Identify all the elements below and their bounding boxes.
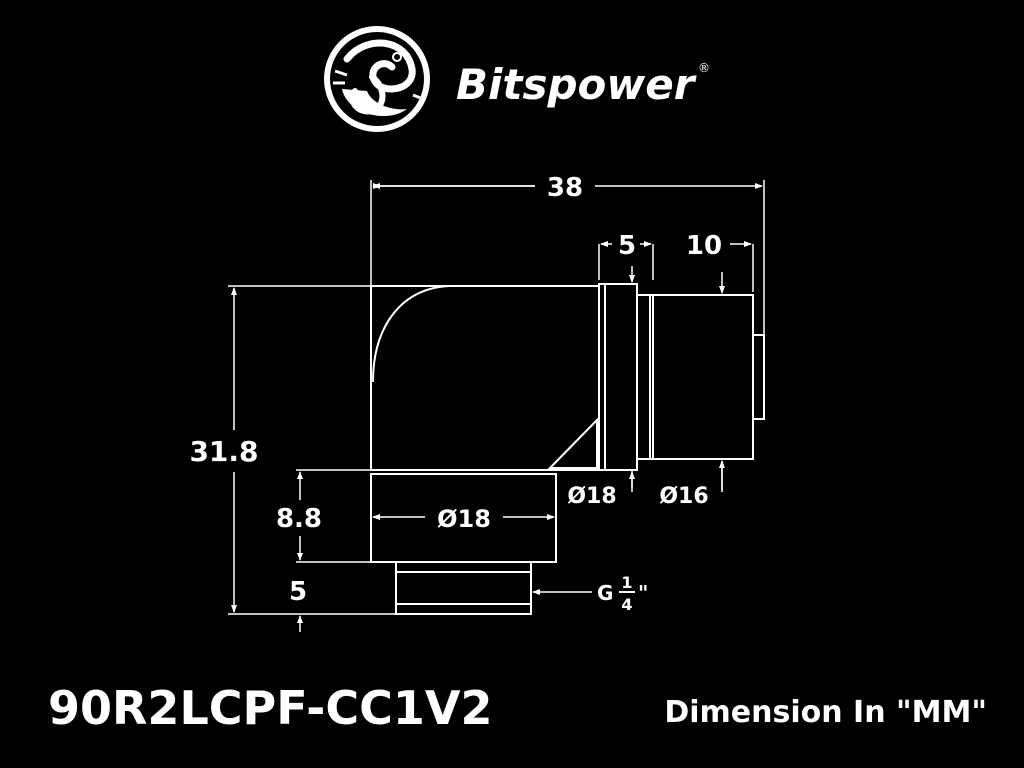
dim-body-diameter: Ø18 — [437, 505, 491, 533]
dim-tube-diameter: Ø16 — [659, 484, 708, 509]
thread-prefix: G — [597, 581, 613, 605]
dim-base-height: 8.8 — [276, 504, 322, 534]
dim-overall-height: 31.8 — [189, 435, 258, 468]
brand-logo: Bitspower ® — [324, 26, 710, 132]
thread-numerator: 1 — [621, 573, 632, 592]
dim-collar-length: 5 — [618, 231, 636, 261]
model-number: 90R2LCPF-CC1V2 — [48, 681, 492, 735]
registered-mark: ® — [698, 61, 710, 75]
dim-tube-length: 10 — [686, 231, 722, 261]
thread-denominator: 4 — [621, 595, 632, 614]
brand-name: Bitspower — [456, 60, 697, 109]
dim-thread-height: 5 — [289, 577, 307, 607]
dim-thread-spec: G 1 4 " — [597, 573, 648, 614]
dim-overall-length: 38 — [547, 173, 583, 203]
units-note: Dimension In "MM" — [664, 695, 987, 730]
dimension-lines — [228, 180, 765, 632]
fitting-outline — [370, 283, 765, 615]
thread-suffix: " — [638, 581, 648, 605]
dragon-emblem-icon — [324, 26, 430, 132]
dim-collar-diameter: Ø18 — [567, 484, 616, 509]
dimension-labels: 38 5 10 31.8 8.8 5 Ø18 Ø18 Ø16 G 1 4 " — [189, 173, 722, 614]
